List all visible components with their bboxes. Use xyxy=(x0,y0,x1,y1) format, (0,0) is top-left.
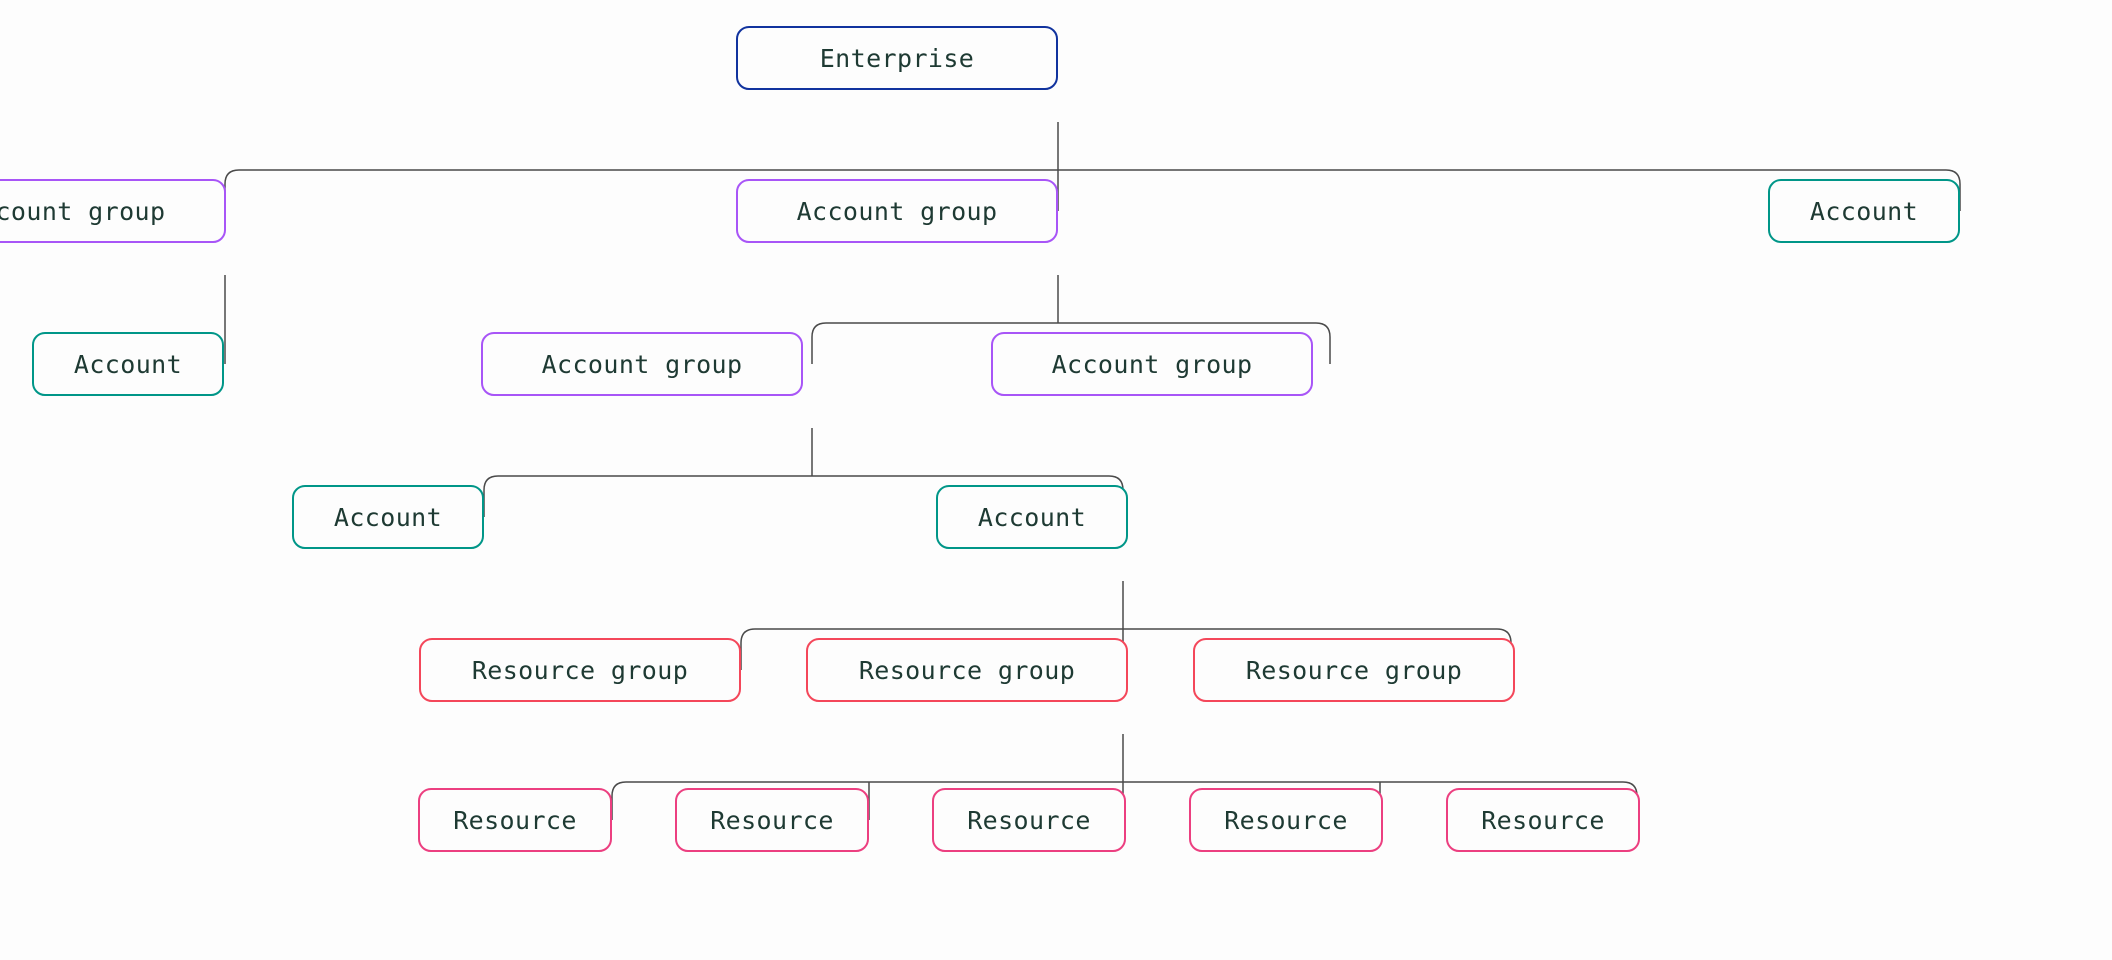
node-resource[interactable]: Resource xyxy=(1189,788,1383,852)
node-label: Account xyxy=(333,502,443,532)
node-account[interactable]: Account xyxy=(936,485,1128,549)
node-label: Account xyxy=(977,502,1087,532)
node-resource[interactable]: Resource xyxy=(418,788,612,852)
node-resource-group[interactable]: Resource group xyxy=(806,638,1128,702)
node-label: Resource xyxy=(453,805,577,835)
node-label: Resource group xyxy=(471,655,689,685)
node-account-group[interactable]: Account group xyxy=(0,179,226,243)
node-label: Account xyxy=(1809,196,1919,226)
node-label: Resource group xyxy=(858,655,1076,685)
node-account[interactable]: Account xyxy=(1768,179,1960,243)
node-label: Resource xyxy=(710,805,834,835)
node-label: Account group xyxy=(541,349,743,379)
node-resource[interactable]: Resource xyxy=(1446,788,1640,852)
enterprise-bus-bus xyxy=(224,169,1961,211)
node-label: Resource xyxy=(967,805,1091,835)
node-enterprise[interactable]: Enterprise xyxy=(736,26,1058,90)
node-account-group[interactable]: Account group xyxy=(991,332,1313,396)
node-label: Resource xyxy=(1224,805,1348,835)
node-resource-group[interactable]: Resource group xyxy=(1193,638,1515,702)
node-account-group[interactable]: Account group xyxy=(481,332,803,396)
node-account[interactable]: Account xyxy=(292,485,484,549)
node-label: Account group xyxy=(796,196,998,226)
node-account-group[interactable]: Account group xyxy=(736,179,1058,243)
node-resource[interactable]: Resource xyxy=(675,788,869,852)
node-label: Account group xyxy=(1051,349,1253,379)
node-label: Account xyxy=(73,349,183,379)
node-label: Resource group xyxy=(1245,655,1463,685)
node-account[interactable]: Account xyxy=(32,332,224,396)
node-label: Resource xyxy=(1481,805,1605,835)
node-resource-group[interactable]: Resource group xyxy=(419,638,741,702)
node-label: Account group xyxy=(0,196,166,226)
node-label: Enterprise xyxy=(819,43,975,73)
node-resource[interactable]: Resource xyxy=(932,788,1126,852)
